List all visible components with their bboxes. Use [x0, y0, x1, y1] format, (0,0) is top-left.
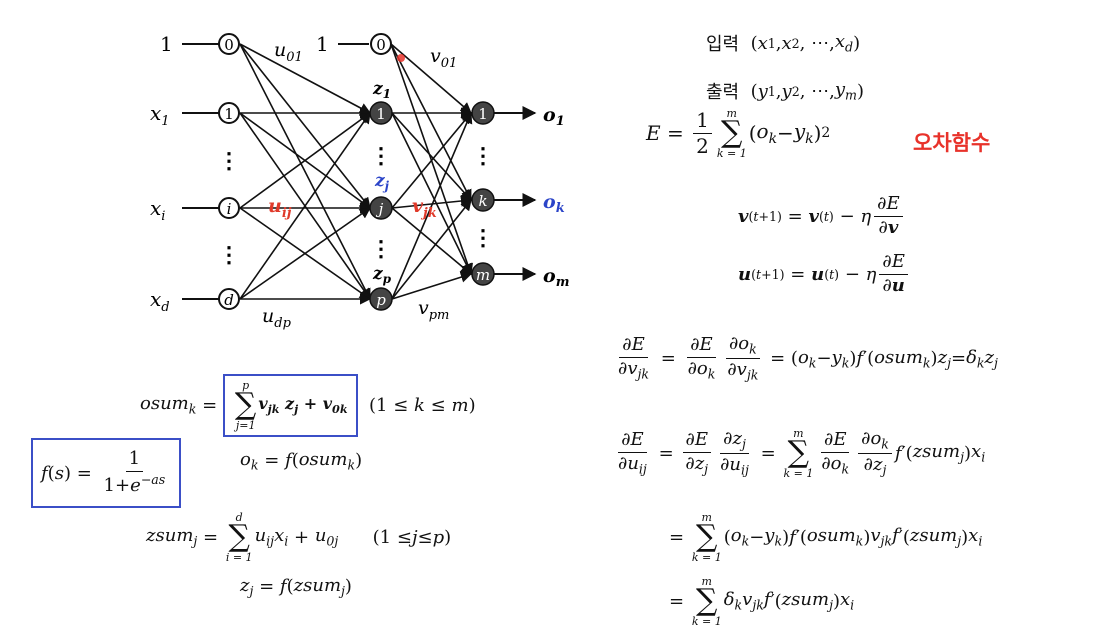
- bias-input-1: 1: [160, 32, 173, 56]
- dE-du-derivation-3: = m∑k = 1 δkvjkf′(zsumj)xi: [669, 575, 855, 628]
- bias-input-2: 1: [316, 32, 329, 56]
- dE-du-derivation-1: ∂E∂uij = ∂E∂zj ∂zj∂uij = m∑k = 1 ∂E∂ok ∂…: [618, 427, 986, 480]
- input-node-0: [218, 33, 240, 55]
- hidden-node-p: [369, 287, 393, 311]
- output-ellipsis-2: ⋮: [472, 225, 494, 251]
- output-node-1-label: 1: [478, 105, 488, 123]
- input-x1: x1: [150, 101, 170, 129]
- output-labels: o1 ok om: [543, 104, 569, 290]
- input-word: 입력: [706, 34, 740, 55]
- input-node-d: [218, 288, 240, 310]
- hidden-node-1-label: 1: [376, 105, 386, 123]
- hidden-output-edges: [390, 43, 473, 300]
- output-layer: 1 k m ⋮ ⋮: [471, 101, 495, 286]
- input-ellipsis-1: ⋮: [218, 148, 240, 174]
- zj-equation: zj = f(zsumj): [240, 575, 352, 599]
- input-lines: [182, 43, 369, 300]
- zsum-equation: zsumj = d∑i = 1 uijxi + u0j (1 ≤ j ≤ p): [146, 511, 452, 564]
- ok-equation: ok = f(osumk): [240, 449, 363, 473]
- input-xd: xd: [150, 287, 170, 315]
- output-ellipsis-1: ⋮: [472, 143, 494, 169]
- output-node-k: [471, 188, 495, 212]
- hidden-layer: 0 1 j p ⋮ ⋮: [369, 33, 405, 311]
- input-hidden-edges: [239, 43, 372, 305]
- input-node-1-label: 1: [224, 105, 234, 123]
- hidden-node-j-label: j: [376, 200, 384, 218]
- dE-du-derivation-2: = m∑k = 1 (ok − yk)f′(osumk)vjkf′(zsumj)…: [669, 511, 983, 564]
- weight-u01: u01: [274, 39, 303, 65]
- output-node-m: [471, 262, 495, 286]
- output-node-k-label: k: [478, 192, 487, 210]
- input-node-0-label: 0: [224, 36, 234, 54]
- weight-vpm: vpm: [418, 297, 449, 323]
- label-ok: ok: [543, 191, 565, 216]
- dE-dv-derivation: ∂E∂vjk = ∂E∂ok ∂ok∂vjk = (ok − yk)f′(osu…: [618, 333, 998, 383]
- weight-vjk: vjk: [412, 195, 437, 221]
- weight-uij: uij: [268, 195, 292, 221]
- weight-v01: v01: [430, 45, 457, 71]
- input-layer: 0 1 i d ⋮ ⋮: [218, 33, 240, 310]
- osum-equation: osumk = p∑j=1 vjk zj + v0k (1 ≤ k ≤ m): [140, 374, 476, 437]
- hidden-ellipsis-1: ⋮: [370, 143, 392, 169]
- input-node-1: [218, 102, 240, 124]
- label-zj: zj: [374, 171, 390, 193]
- input-node-i-label: i: [227, 200, 232, 218]
- hidden-node-1: [369, 101, 393, 125]
- v-update-rule: v(t+1) = v(t) − η ∂E∂v: [738, 193, 906, 238]
- input-node-d-label: d: [224, 291, 234, 309]
- label-zp: zp: [372, 264, 392, 286]
- label-om: om: [543, 265, 569, 290]
- osum-box: p∑j=1 vjk zj + v0k: [222, 374, 358, 437]
- u-update-rule: u(t+1) = u(t) − η ∂E∂u: [738, 251, 911, 296]
- hidden-value-labels: z1 zj zp: [372, 79, 392, 286]
- label-z1: z1: [372, 79, 391, 101]
- hidden-highlight-dot: [397, 54, 405, 62]
- label-o1: o1: [543, 104, 565, 129]
- input-ellipsis-2: ⋮: [218, 242, 240, 268]
- weight-udp: udp: [262, 305, 292, 331]
- hidden-node-j: [369, 196, 393, 220]
- output-node-1: [471, 101, 495, 125]
- hidden-node-p-label: p: [376, 291, 386, 309]
- hidden-bias-node: [370, 33, 392, 55]
- error-function-label: 오차함수: [913, 131, 991, 155]
- hidden-ellipsis-2: ⋮: [370, 236, 392, 262]
- input-node-i: [218, 197, 240, 219]
- output-node-m-label: m: [476, 266, 490, 284]
- output-arrows: [494, 106, 537, 281]
- hidden-bias-label: 0: [376, 36, 386, 54]
- input-xi: xi: [150, 196, 165, 224]
- output-word: 출력: [706, 82, 740, 103]
- neural-network-diagram: 0 1 i d ⋮ ⋮ 0 1 j p ⋮ ⋮ 1 k m ⋮ ⋮ 1 1 x1…: [150, 32, 569, 331]
